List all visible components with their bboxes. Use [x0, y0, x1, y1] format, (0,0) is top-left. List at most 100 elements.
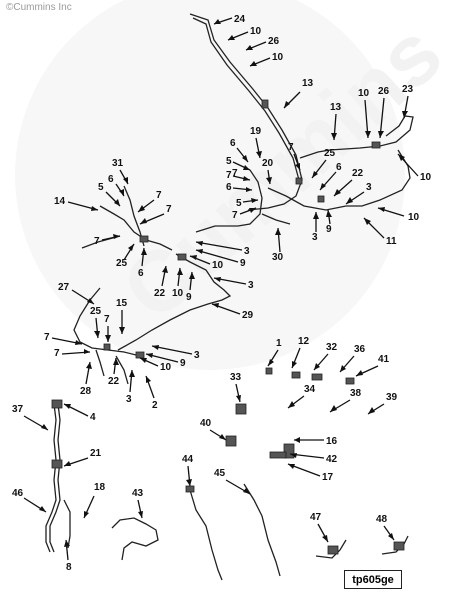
svg-text:22: 22	[108, 376, 120, 387]
callout-23: 23	[402, 84, 414, 119]
svg-text:6: 6	[138, 268, 144, 279]
svg-text:3: 3	[248, 280, 254, 291]
svg-text:7: 7	[232, 210, 238, 221]
callout-25: 25	[311, 148, 336, 179]
callout-38: 38	[329, 388, 362, 413]
svg-text:3: 3	[194, 350, 200, 361]
svg-text:10: 10	[358, 88, 370, 99]
callout-48: 48	[376, 514, 395, 541]
callout-28: 28	[80, 361, 92, 397]
callout-40: 40	[200, 418, 227, 441]
svg-text:10: 10	[420, 172, 432, 183]
svg-text:10: 10	[172, 288, 184, 299]
callout-34: 34	[287, 384, 316, 409]
svg-text:2: 2	[152, 400, 158, 411]
svg-text:7: 7	[104, 314, 110, 325]
svg-text:7: 7	[54, 348, 60, 359]
svg-text:25: 25	[90, 306, 102, 317]
svg-text:1: 1	[276, 338, 282, 349]
callout-3: 3	[151, 345, 200, 361]
callout-9: 9	[145, 353, 186, 369]
callout-6: 6	[138, 247, 147, 279]
svg-text:10: 10	[212, 260, 224, 271]
figure-id-label: tp605ge	[344, 570, 402, 589]
svg-text:16: 16	[326, 436, 338, 447]
svg-text:42: 42	[326, 454, 338, 465]
callout-37: 37	[12, 404, 49, 431]
callout-7: 7	[139, 204, 172, 225]
callout-7: 7	[232, 207, 257, 221]
callout-7: 7	[226, 170, 251, 181]
callout-10: 10	[139, 357, 172, 373]
svg-text:13: 13	[330, 102, 342, 113]
callout-10: 10	[358, 88, 371, 139]
svg-text:3: 3	[244, 246, 250, 257]
svg-text:5: 5	[236, 198, 242, 209]
svg-text:3: 3	[312, 232, 318, 243]
callout-10: 10	[227, 26, 262, 41]
callout-26: 26	[378, 86, 390, 139]
svg-text:7: 7	[288, 142, 294, 153]
svg-text:25: 25	[116, 258, 128, 269]
callout-31: 31	[112, 158, 129, 185]
svg-text:23: 23	[402, 84, 414, 95]
svg-text:5: 5	[98, 182, 104, 193]
callout-47: 47	[310, 512, 329, 543]
callout-7: 7	[232, 168, 238, 179]
svg-text:40: 40	[200, 418, 212, 429]
callout-22: 22	[154, 265, 168, 299]
svg-text:22: 22	[352, 168, 364, 179]
callout-45: 45	[214, 468, 251, 495]
callout-3: 3	[345, 182, 372, 205]
svg-text:26: 26	[378, 86, 390, 97]
callout-39: 39	[367, 392, 398, 415]
callout-26: 26	[245, 36, 280, 51]
callout-16: 16	[294, 436, 338, 447]
callout-3: 3	[195, 241, 250, 257]
svg-text:3: 3	[126, 394, 132, 405]
svg-text:5: 5	[226, 156, 232, 167]
svg-text:32: 32	[326, 342, 338, 353]
callout-4: 4	[63, 403, 96, 423]
svg-text:9: 9	[240, 258, 246, 269]
svg-text:6: 6	[336, 162, 342, 173]
callout-43: 43	[132, 488, 144, 519]
svg-text:18: 18	[94, 482, 106, 493]
callout-5: 5	[98, 182, 121, 207]
svg-text:43: 43	[132, 488, 144, 499]
svg-text:9: 9	[180, 358, 186, 369]
callout-9: 9	[186, 271, 195, 303]
callout-10: 10	[397, 153, 432, 183]
svg-text:12: 12	[298, 336, 310, 347]
svg-text:26: 26	[268, 36, 280, 47]
svg-text:3: 3	[366, 182, 372, 193]
svg-text:9: 9	[326, 224, 332, 235]
svg-text:41: 41	[378, 354, 390, 365]
svg-text:13: 13	[302, 78, 314, 89]
callout-29: 29	[211, 303, 254, 321]
callout-11: 11	[363, 217, 397, 247]
svg-text:25: 25	[324, 148, 336, 159]
callout-10: 10	[249, 52, 284, 67]
svg-text:7: 7	[156, 190, 162, 201]
svg-text:4: 4	[90, 412, 96, 423]
svg-text:7: 7	[94, 236, 100, 247]
callout-7: 7	[44, 332, 83, 345]
callout-19: 19	[250, 126, 262, 159]
callout-13: 13	[330, 102, 342, 141]
svg-text:36: 36	[354, 344, 366, 355]
svg-text:10: 10	[272, 52, 284, 63]
callout-6: 6	[230, 138, 249, 163]
callouts: 24 10 26 10 13 10 26 23 13 19 6 5 7 6 7 …	[12, 14, 432, 573]
svg-text:7: 7	[226, 170, 232, 181]
svg-text:34: 34	[304, 384, 316, 395]
svg-text:27: 27	[58, 282, 70, 293]
callout-6: 6	[108, 174, 125, 197]
callout-30: 30	[272, 227, 284, 263]
callout-10: 10	[172, 267, 184, 299]
callout-15: 15	[116, 298, 128, 334]
callout-33: 33	[230, 372, 242, 403]
svg-text:14: 14	[54, 196, 66, 207]
callout-7: 7	[54, 348, 91, 359]
